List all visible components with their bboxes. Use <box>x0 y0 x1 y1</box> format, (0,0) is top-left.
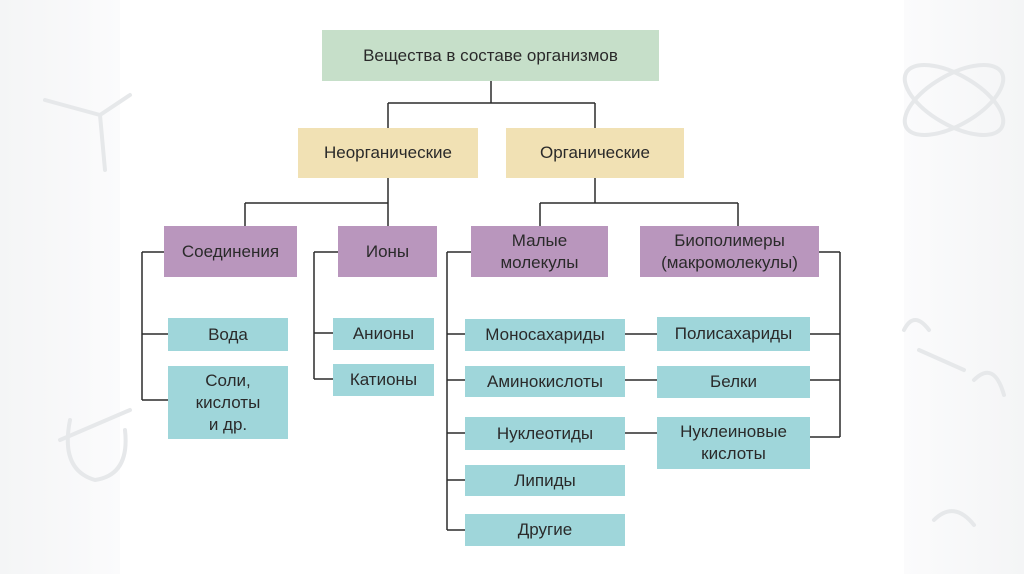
node-monosaccharides: Моносахариды <box>465 319 625 351</box>
node-organic: Органические <box>506 128 684 178</box>
node-water: Вода <box>168 318 288 351</box>
node-polysaccharides: Полисахариды <box>657 317 810 351</box>
root-node: Вещества в составе организмов <box>322 30 659 81</box>
node-inorganic: Неорганические <box>298 128 478 178</box>
node-amino-acids: Аминокислоты <box>465 366 625 397</box>
node-anions: Анионы <box>333 318 434 350</box>
node-salts-acids: Соли, кислоты и др. <box>168 366 288 439</box>
node-proteins: Белки <box>657 366 810 398</box>
background-doodle-left <box>43 93 132 483</box>
background-right-panel <box>904 0 1024 574</box>
node-nucleic-acids: Нуклеиновые кислоты <box>657 417 810 469</box>
node-nucleotides: Нуклеотиды <box>465 417 625 450</box>
node-small-molecules: Малые молекулы <box>471 226 608 277</box>
node-biopolymers: Биополимеры (макромолекулы) <box>640 226 819 277</box>
node-compounds: Соединения <box>164 226 297 277</box>
node-others: Другие <box>465 514 625 546</box>
node-cations: Катионы <box>333 364 434 396</box>
node-lipids: Липиды <box>465 465 625 496</box>
node-ions: Ионы <box>338 226 437 277</box>
background-doodle-right <box>902 63 1006 527</box>
